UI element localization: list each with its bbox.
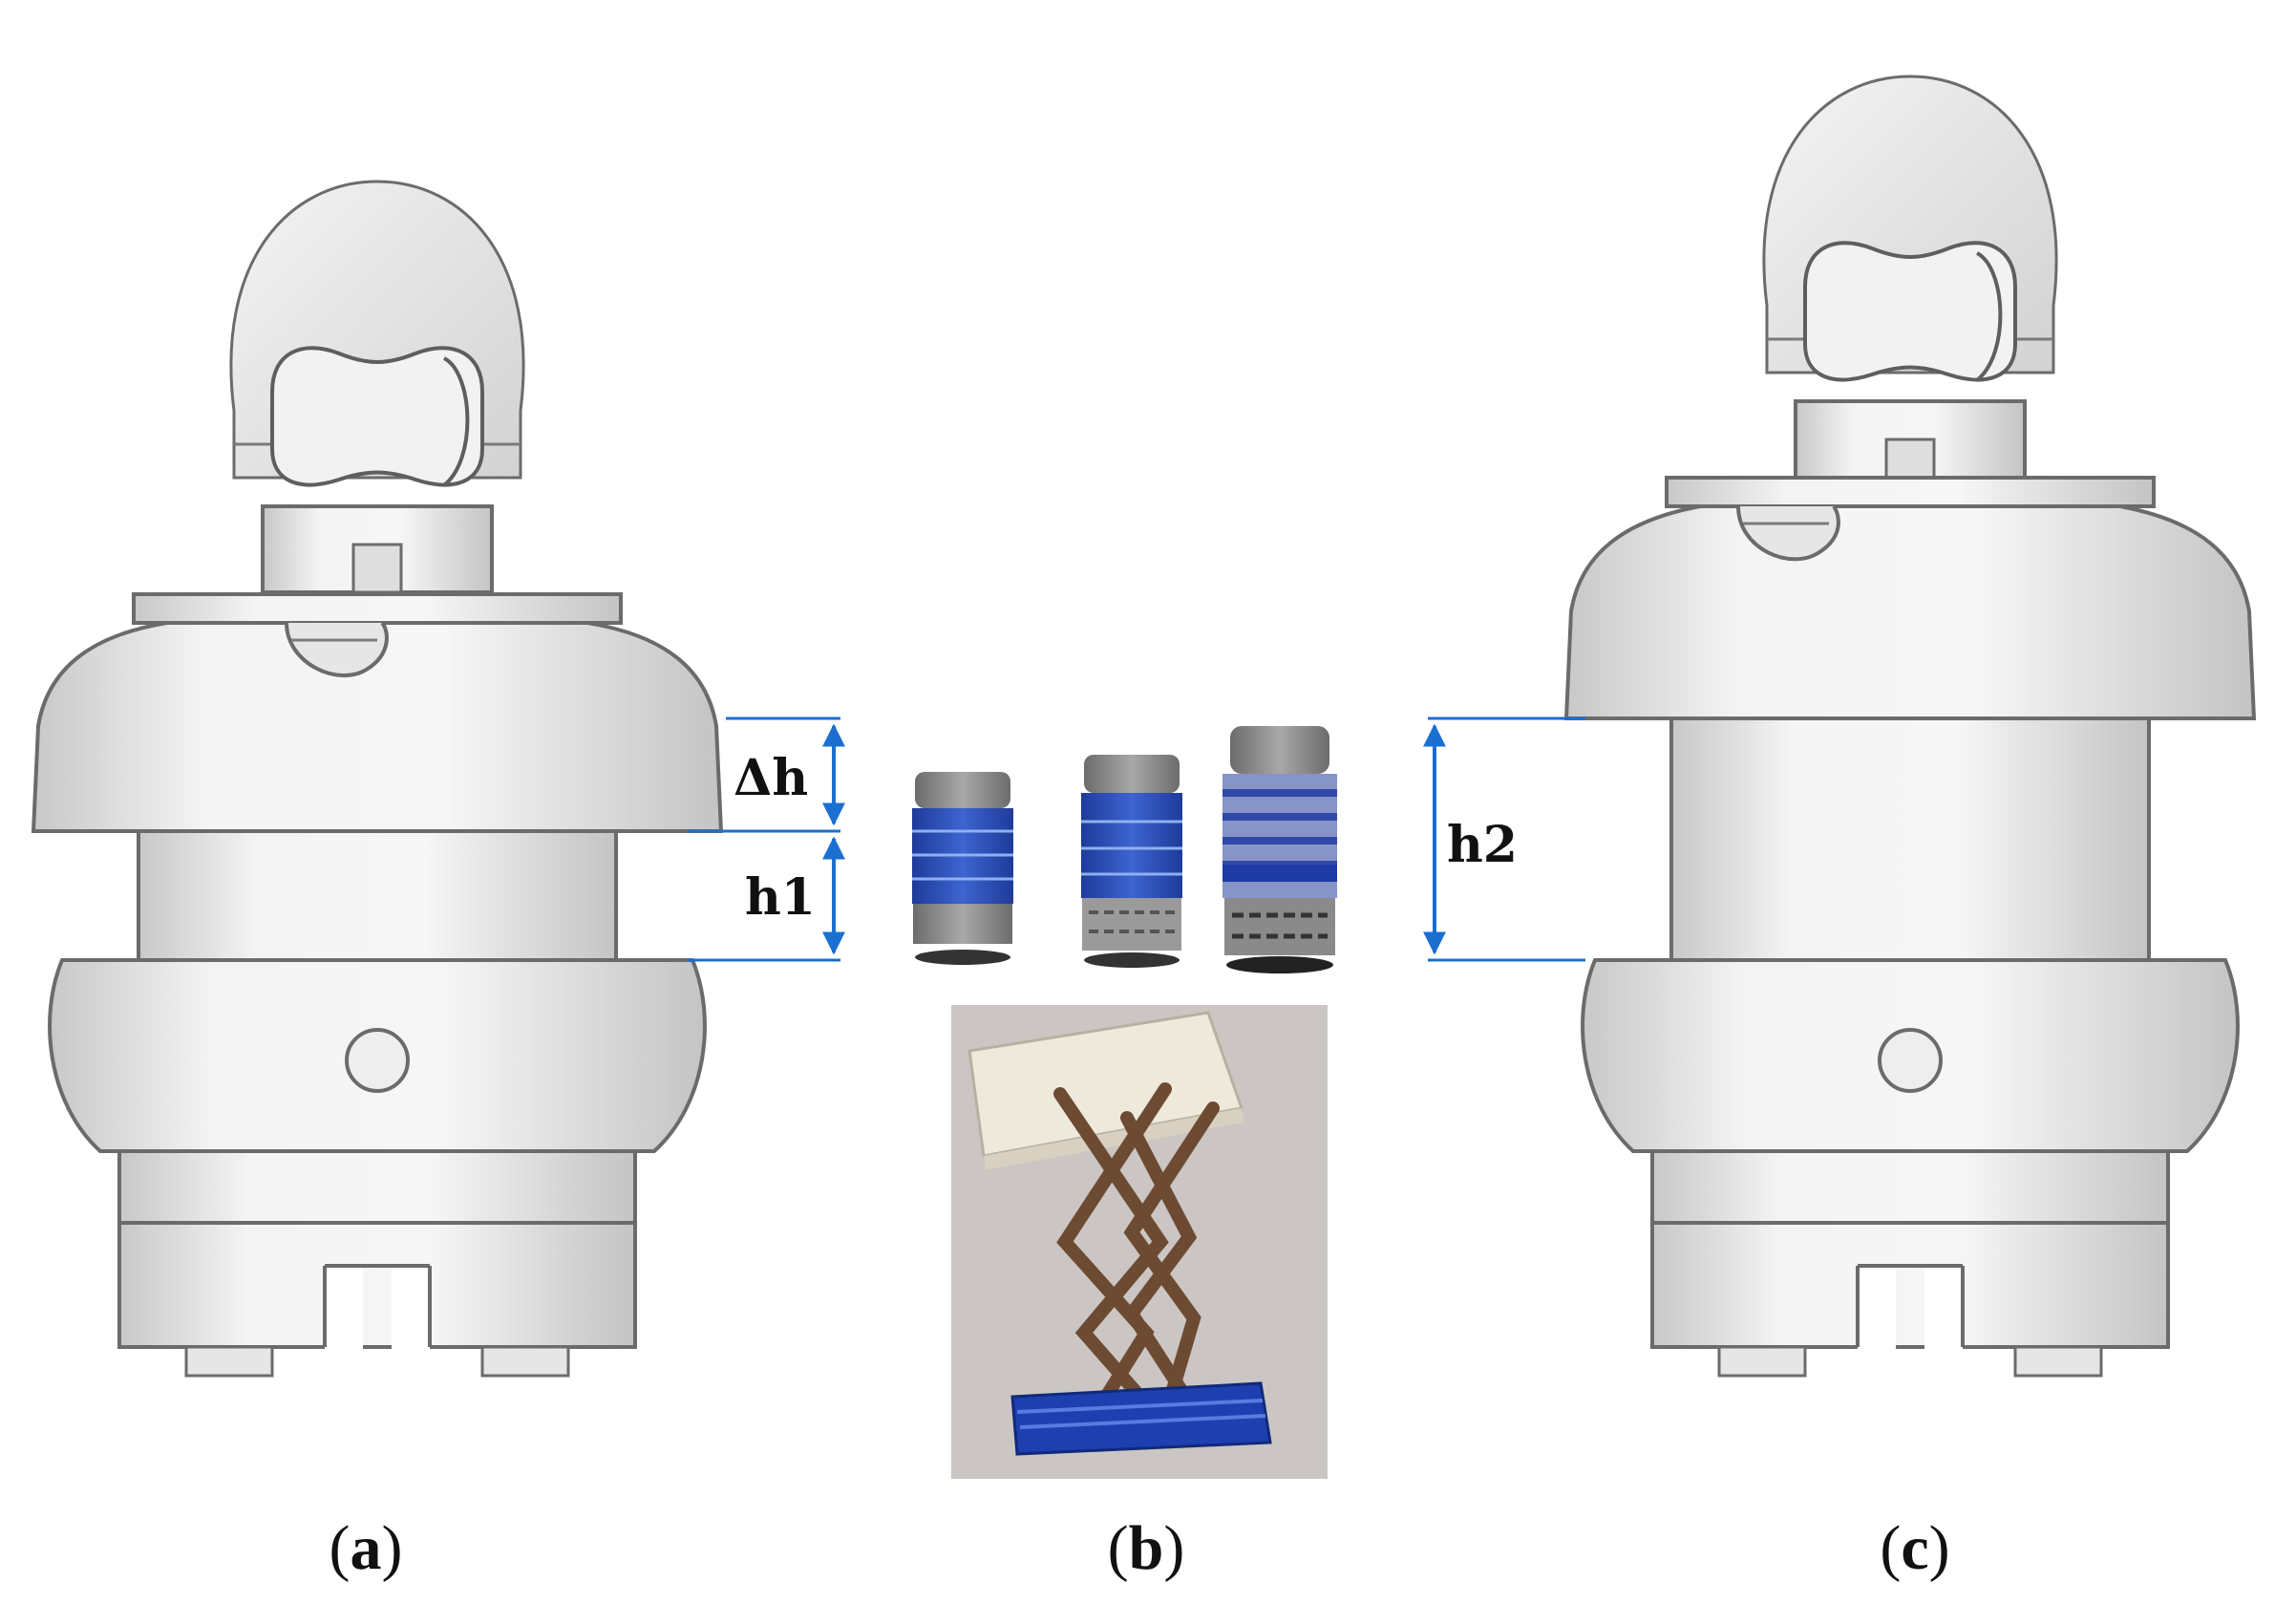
robot-compressed	[31, 180, 724, 1378]
panel-label-c: (c)	[1880, 1513, 1949, 1583]
actuator-extended	[1222, 726, 1337, 973]
actuator-medium	[1081, 755, 1182, 968]
delta-h-label: Δh	[733, 749, 808, 807]
h1-label: h1	[745, 868, 816, 927]
scissor-mechanism-photo	[951, 1005, 1328, 1479]
dimension-h2	[1423, 716, 1585, 962]
actuator-modules	[912, 726, 1337, 973]
panel-label-b: (b)	[1108, 1513, 1185, 1583]
actuator-compressed	[912, 772, 1013, 965]
dimension-delta-h-h1	[688, 716, 845, 962]
panel-label-a: (a)	[330, 1513, 403, 1583]
h2-label: h2	[1447, 816, 1518, 874]
robot-extended	[1563, 75, 2257, 1378]
